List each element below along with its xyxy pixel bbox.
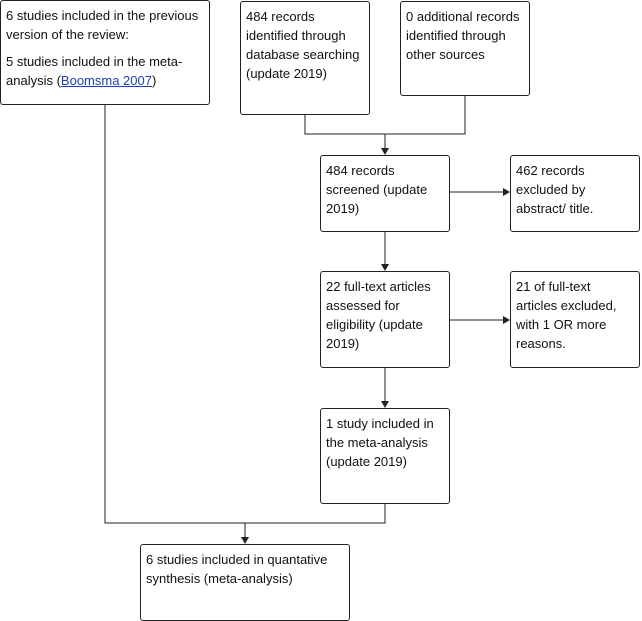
boomsma-2007-link[interactable]: Boomsma 2007 xyxy=(60,73,152,88)
previous-review-line2: 5 studies included in the meta-analysis … xyxy=(6,52,205,90)
previous-review-line2-prefix: 5 studies included in the meta-analysis … xyxy=(6,54,183,88)
connector-database-to-merge xyxy=(304,114,385,135)
screened-text: 484 records screened (update 2019) xyxy=(326,163,428,216)
previous-review-box: 6 studies included in the previous versi… xyxy=(0,0,210,105)
other-sources-box: 0 additional records identified through … xyxy=(400,1,530,96)
arrowhead-included xyxy=(381,401,389,408)
arrowhead-screened xyxy=(381,148,389,155)
included-meta-text: 1 study included in the meta-analysis (u… xyxy=(326,416,434,469)
arrowhead-synthesis xyxy=(241,537,249,544)
full-text-assessed-box: 22 full-text articles assessed for eligi… xyxy=(320,271,450,368)
arrowhead-fulltext-excluded xyxy=(503,316,510,324)
connector-other-to-merge xyxy=(385,95,466,135)
database-records-text: 484 records identified through database … xyxy=(246,9,360,81)
full-text-assessed-text: 22 full-text articles assessed for eligi… xyxy=(326,279,431,351)
previous-review-line2-suffix: ) xyxy=(151,73,157,88)
excluded-abstract-text: 462 records excluded by abstract/ title. xyxy=(516,163,594,216)
arrowhead-fulltext xyxy=(381,264,389,271)
screened-box: 484 records screened (update 2019) xyxy=(320,155,450,232)
database-records-box: 484 records identified through database … xyxy=(240,1,370,115)
quantitative-synthesis-box: 6 studies included in quantative synthes… xyxy=(140,544,350,621)
full-text-excluded-box: 21 of full-text articles excluded, with … xyxy=(510,271,640,368)
other-sources-text: 0 additional records identified through … xyxy=(406,9,520,62)
connector-previous-to-synthesis xyxy=(104,104,245,524)
arrowhead-excluded-abstract xyxy=(503,188,510,196)
connector-included-to-synthesis xyxy=(245,503,386,524)
previous-review-line1: 6 studies included in the previous versi… xyxy=(6,8,199,42)
full-text-excluded-text: 21 of full-text articles excluded, with … xyxy=(516,279,617,351)
included-meta-box: 1 study included in the meta-analysis (u… xyxy=(320,408,450,504)
quantitative-synthesis-text: 6 studies included in quantative synthes… xyxy=(146,552,328,586)
excluded-abstract-box: 462 records excluded by abstract/ title. xyxy=(510,155,640,232)
